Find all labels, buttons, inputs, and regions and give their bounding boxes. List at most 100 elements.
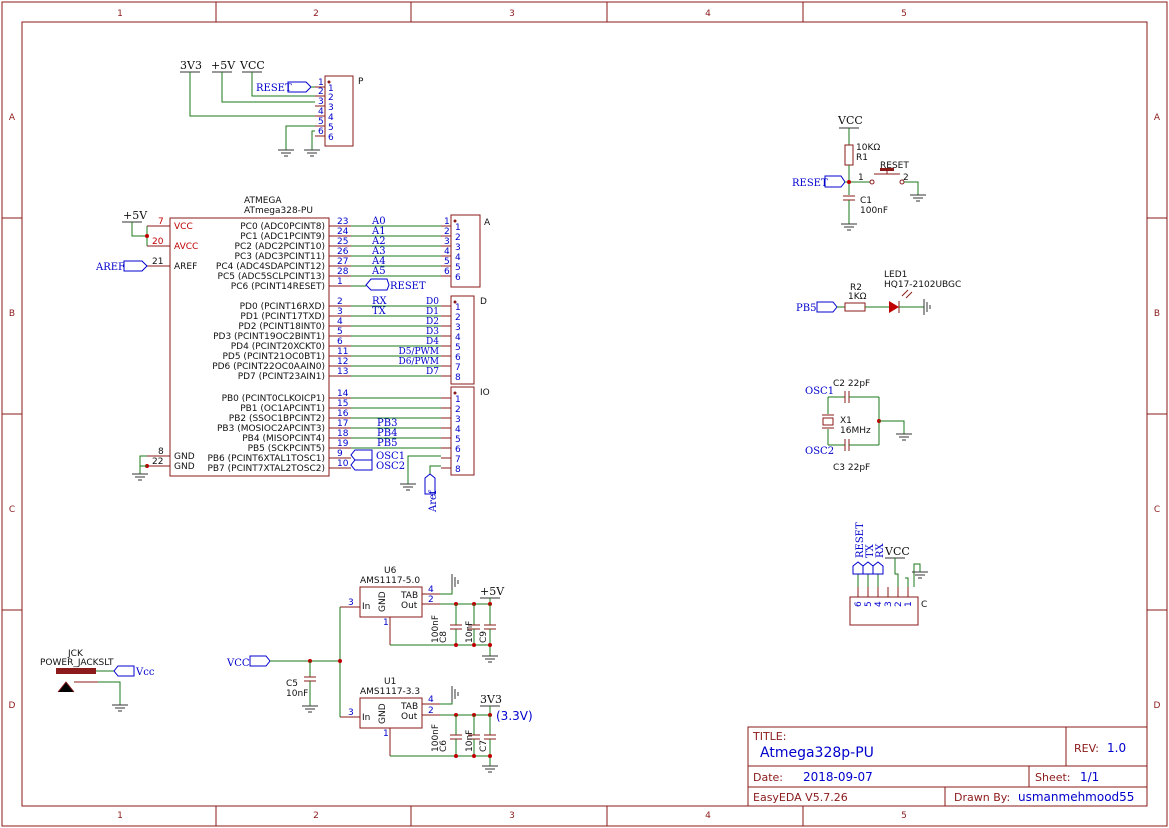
pin-number: 3 <box>318 97 324 107</box>
net-pb5: PB5 <box>796 303 816 314</box>
c6-name: C6 <box>439 740 449 752</box>
header-io-name: IO <box>480 388 490 398</box>
drawing-title: Atmega328p-PU <box>760 745 874 761</box>
row-label: C <box>1154 505 1160 515</box>
pin-name: TAB <box>400 702 418 712</box>
c6-value: 100nF <box>431 724 441 752</box>
net-aref: Aref <box>428 489 439 513</box>
pin-name: TAB <box>400 591 418 601</box>
vcc-input: VCC C5 10nF <box>226 607 342 717</box>
r1-name: R1 <box>856 153 868 163</box>
pin-number: 27 <box>337 257 348 267</box>
pin-number: 8 <box>455 465 461 475</box>
net-label: PB5 <box>377 438 397 449</box>
pin-number: 2 <box>455 233 461 243</box>
c1-name: C1 <box>860 196 872 206</box>
atmega328-chip: ATMEGA ATmega328-PU +5V AREF 7 VCC 20 AV… <box>95 196 441 481</box>
net-reset: RESET <box>390 281 426 292</box>
resistor-r2 <box>844 302 866 312</box>
u1-name: U1 <box>384 677 396 687</box>
chip-left-pins: 7 VCC 20 AVCC 21 AREF 8 GND 22 GND <box>152 217 198 472</box>
pin-number: 5 <box>864 601 874 607</box>
pin-name: PC5 (ADC5SCLPCINT13) <box>218 272 325 282</box>
net-rx: RX <box>875 542 886 558</box>
pin-number: 15 <box>337 399 348 409</box>
pin-number: 16 <box>337 409 349 419</box>
c8-value: 100nF <box>431 615 441 643</box>
pin-number: 7 <box>455 363 461 373</box>
pin-number: 3 <box>884 601 894 607</box>
pin-number: 1 <box>455 223 461 233</box>
header-d-label: D1 <box>426 307 439 317</box>
x1-name: X1 <box>840 416 852 426</box>
header-p: 3V3 +5V VCC RESET P 11 22 33 44 55 66 <box>180 59 364 157</box>
led-part: HQ17-2102UBGC <box>884 280 961 290</box>
net-aref: AREF <box>95 262 125 273</box>
pin-name: GND <box>378 703 388 724</box>
col-label: 3 <box>509 811 515 821</box>
header-p-name: P <box>358 77 364 87</box>
pin-name: PB2 (SSOC1BPCINT2) <box>229 414 325 424</box>
c1-value: 100nF <box>860 206 888 216</box>
pin-name: PC6 (PCINT14RESET) <box>231 282 325 292</box>
pin-number: 5 <box>328 123 334 133</box>
net-label: TX <box>372 306 387 317</box>
pin-number: 4 <box>428 695 434 705</box>
pin-name: PC0 (ADC0PCINT8) <box>240 222 325 232</box>
u6-part: AMS1117-5.0 <box>360 576 420 586</box>
pin-number: 1 <box>328 84 334 94</box>
pin-number: 4 <box>455 253 461 263</box>
pin-number: 22 <box>152 457 163 467</box>
net-label: A1 <box>371 226 386 237</box>
c7-name: C7 <box>479 740 489 752</box>
col-label: 2 <box>313 9 319 19</box>
power-jack: JCK POWER_JACKSLT Vcc <box>40 649 155 712</box>
pin-number: 4 <box>428 585 434 595</box>
header-d-label: D2 <box>426 317 439 327</box>
pin-number: 5 <box>455 435 461 445</box>
pin-number: 18 <box>337 429 349 439</box>
switch-pin: 1 <box>858 173 864 183</box>
rev-value: 1.0 <box>1107 741 1126 755</box>
u1-part: AMS1117-3.3 <box>360 687 420 697</box>
frame-column-labels-top: 1 2 3 4 5 <box>117 9 907 19</box>
pin-name: PD5 (PCINT21OC0BT1) <box>222 352 325 362</box>
pin-name: PD0 (PCINT16RXD) <box>240 302 325 312</box>
r1-value: 10KΩ <box>856 143 880 153</box>
power-label-3v3: 3V3 <box>180 59 202 72</box>
switch-pin: 2 <box>903 173 909 183</box>
pin-number: 6 <box>455 273 461 283</box>
net-osc2: OSC2 <box>805 446 834 457</box>
net-label: PB4 <box>377 428 397 439</box>
c9-value: 10nF <box>465 621 475 643</box>
net-vcc: Vcc <box>135 667 155 678</box>
pin-number: 5 <box>318 117 324 127</box>
net-label: A5 <box>371 266 386 277</box>
power-label-vcc: VCC <box>239 59 265 72</box>
net-label: A4 <box>371 256 386 267</box>
header-d-name: D <box>480 297 487 307</box>
pin-name: Out <box>401 712 418 722</box>
pin-number: 4 <box>444 247 450 257</box>
sheet-value: 1/1 <box>1080 770 1099 784</box>
pin-number: 25 <box>337 237 348 247</box>
pin-name: PC4 (ADC4SDAPCINT12) <box>216 262 325 272</box>
crystal-x1 <box>822 417 834 426</box>
pin-number: 24 <box>337 227 349 237</box>
pin-number: 5 <box>455 263 461 273</box>
pin-number: 8 <box>455 373 461 383</box>
row-label: A <box>9 113 16 123</box>
pin-name: PB7 (PCINT7XTAL2TOSC2) <box>207 464 325 474</box>
resistor-r1 <box>844 144 854 166</box>
pin-name: PC1 (ADC1PCINT9) <box>240 232 325 242</box>
x1-value: 16MHz <box>840 426 871 436</box>
col-label: 4 <box>705 9 711 19</box>
pin-number: 3 <box>348 598 354 608</box>
net-reset: RESET <box>792 178 828 189</box>
pin-number: 11 <box>337 347 348 357</box>
power-label-5v: +5V <box>211 59 236 72</box>
